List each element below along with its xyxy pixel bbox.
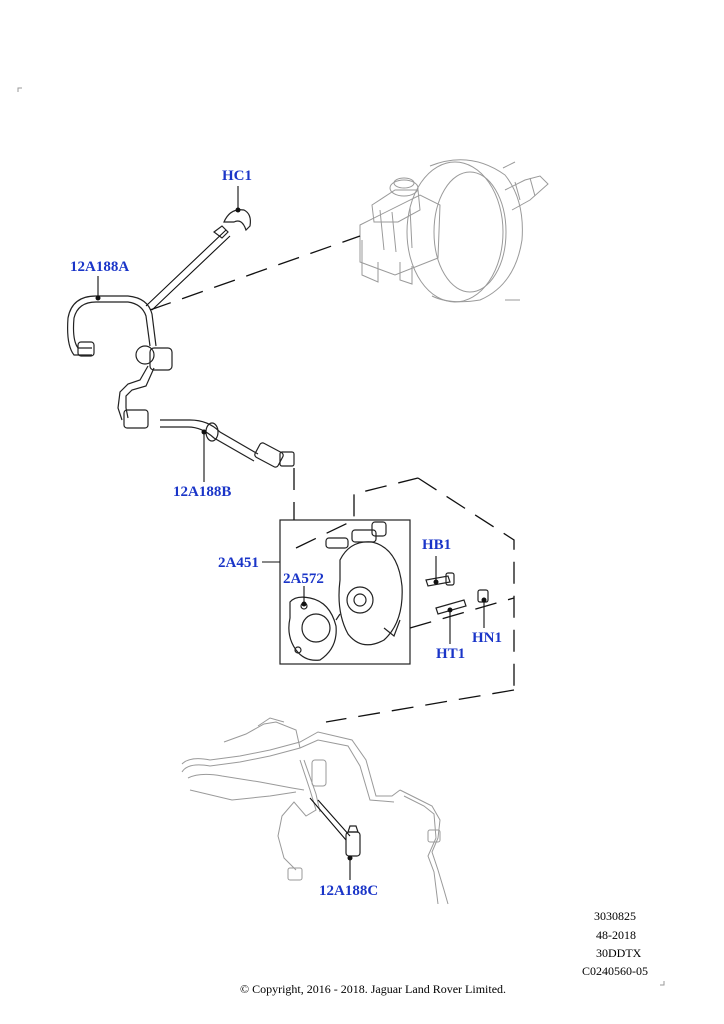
stud-ht1 xyxy=(435,599,467,615)
callout-hc1[interactable]: HC1 xyxy=(222,168,252,184)
callout-2a451[interactable]: 2A451 xyxy=(218,555,259,571)
callout-ht1[interactable]: HT1 xyxy=(436,646,466,662)
reference-line-4: C0240560-05 xyxy=(582,964,648,978)
brake-booster-ghost xyxy=(359,159,549,303)
corner-mark-top-left xyxy=(17,87,22,92)
callout-12a188b[interactable]: 12A188B xyxy=(173,484,232,500)
vacuum-pump-2a451 xyxy=(279,519,411,665)
callout-hn1[interactable]: HN1 xyxy=(472,630,502,646)
reference-line-1: 3030825 xyxy=(594,909,636,923)
vacuum-pipe-12a188a xyxy=(67,295,173,429)
association-dashes xyxy=(149,235,515,723)
callout-2a572[interactable]: 2A572 xyxy=(283,571,324,587)
corner-mark-bottom-right xyxy=(660,981,665,986)
callout-hb1[interactable]: HB1 xyxy=(422,537,452,553)
reference-line-3: 30DDTX xyxy=(596,946,642,960)
harness-ghost xyxy=(181,717,449,905)
callout-12a188a[interactable]: 12A188A xyxy=(70,259,130,275)
callout-12a188c[interactable]: 12A188C xyxy=(319,883,379,899)
hose-clip-hc1 xyxy=(213,209,251,239)
vacuum-pipe-12a188c xyxy=(345,825,361,857)
reference-line-2: 48-2018 xyxy=(596,928,636,942)
vacuum-pipe-12a188b xyxy=(160,419,295,468)
copyright-notice: © Copyright, 2016 - 2018. Jaguar Land Ro… xyxy=(239,982,507,996)
bolt-hb1 xyxy=(425,572,455,587)
leader-lines xyxy=(95,186,487,880)
